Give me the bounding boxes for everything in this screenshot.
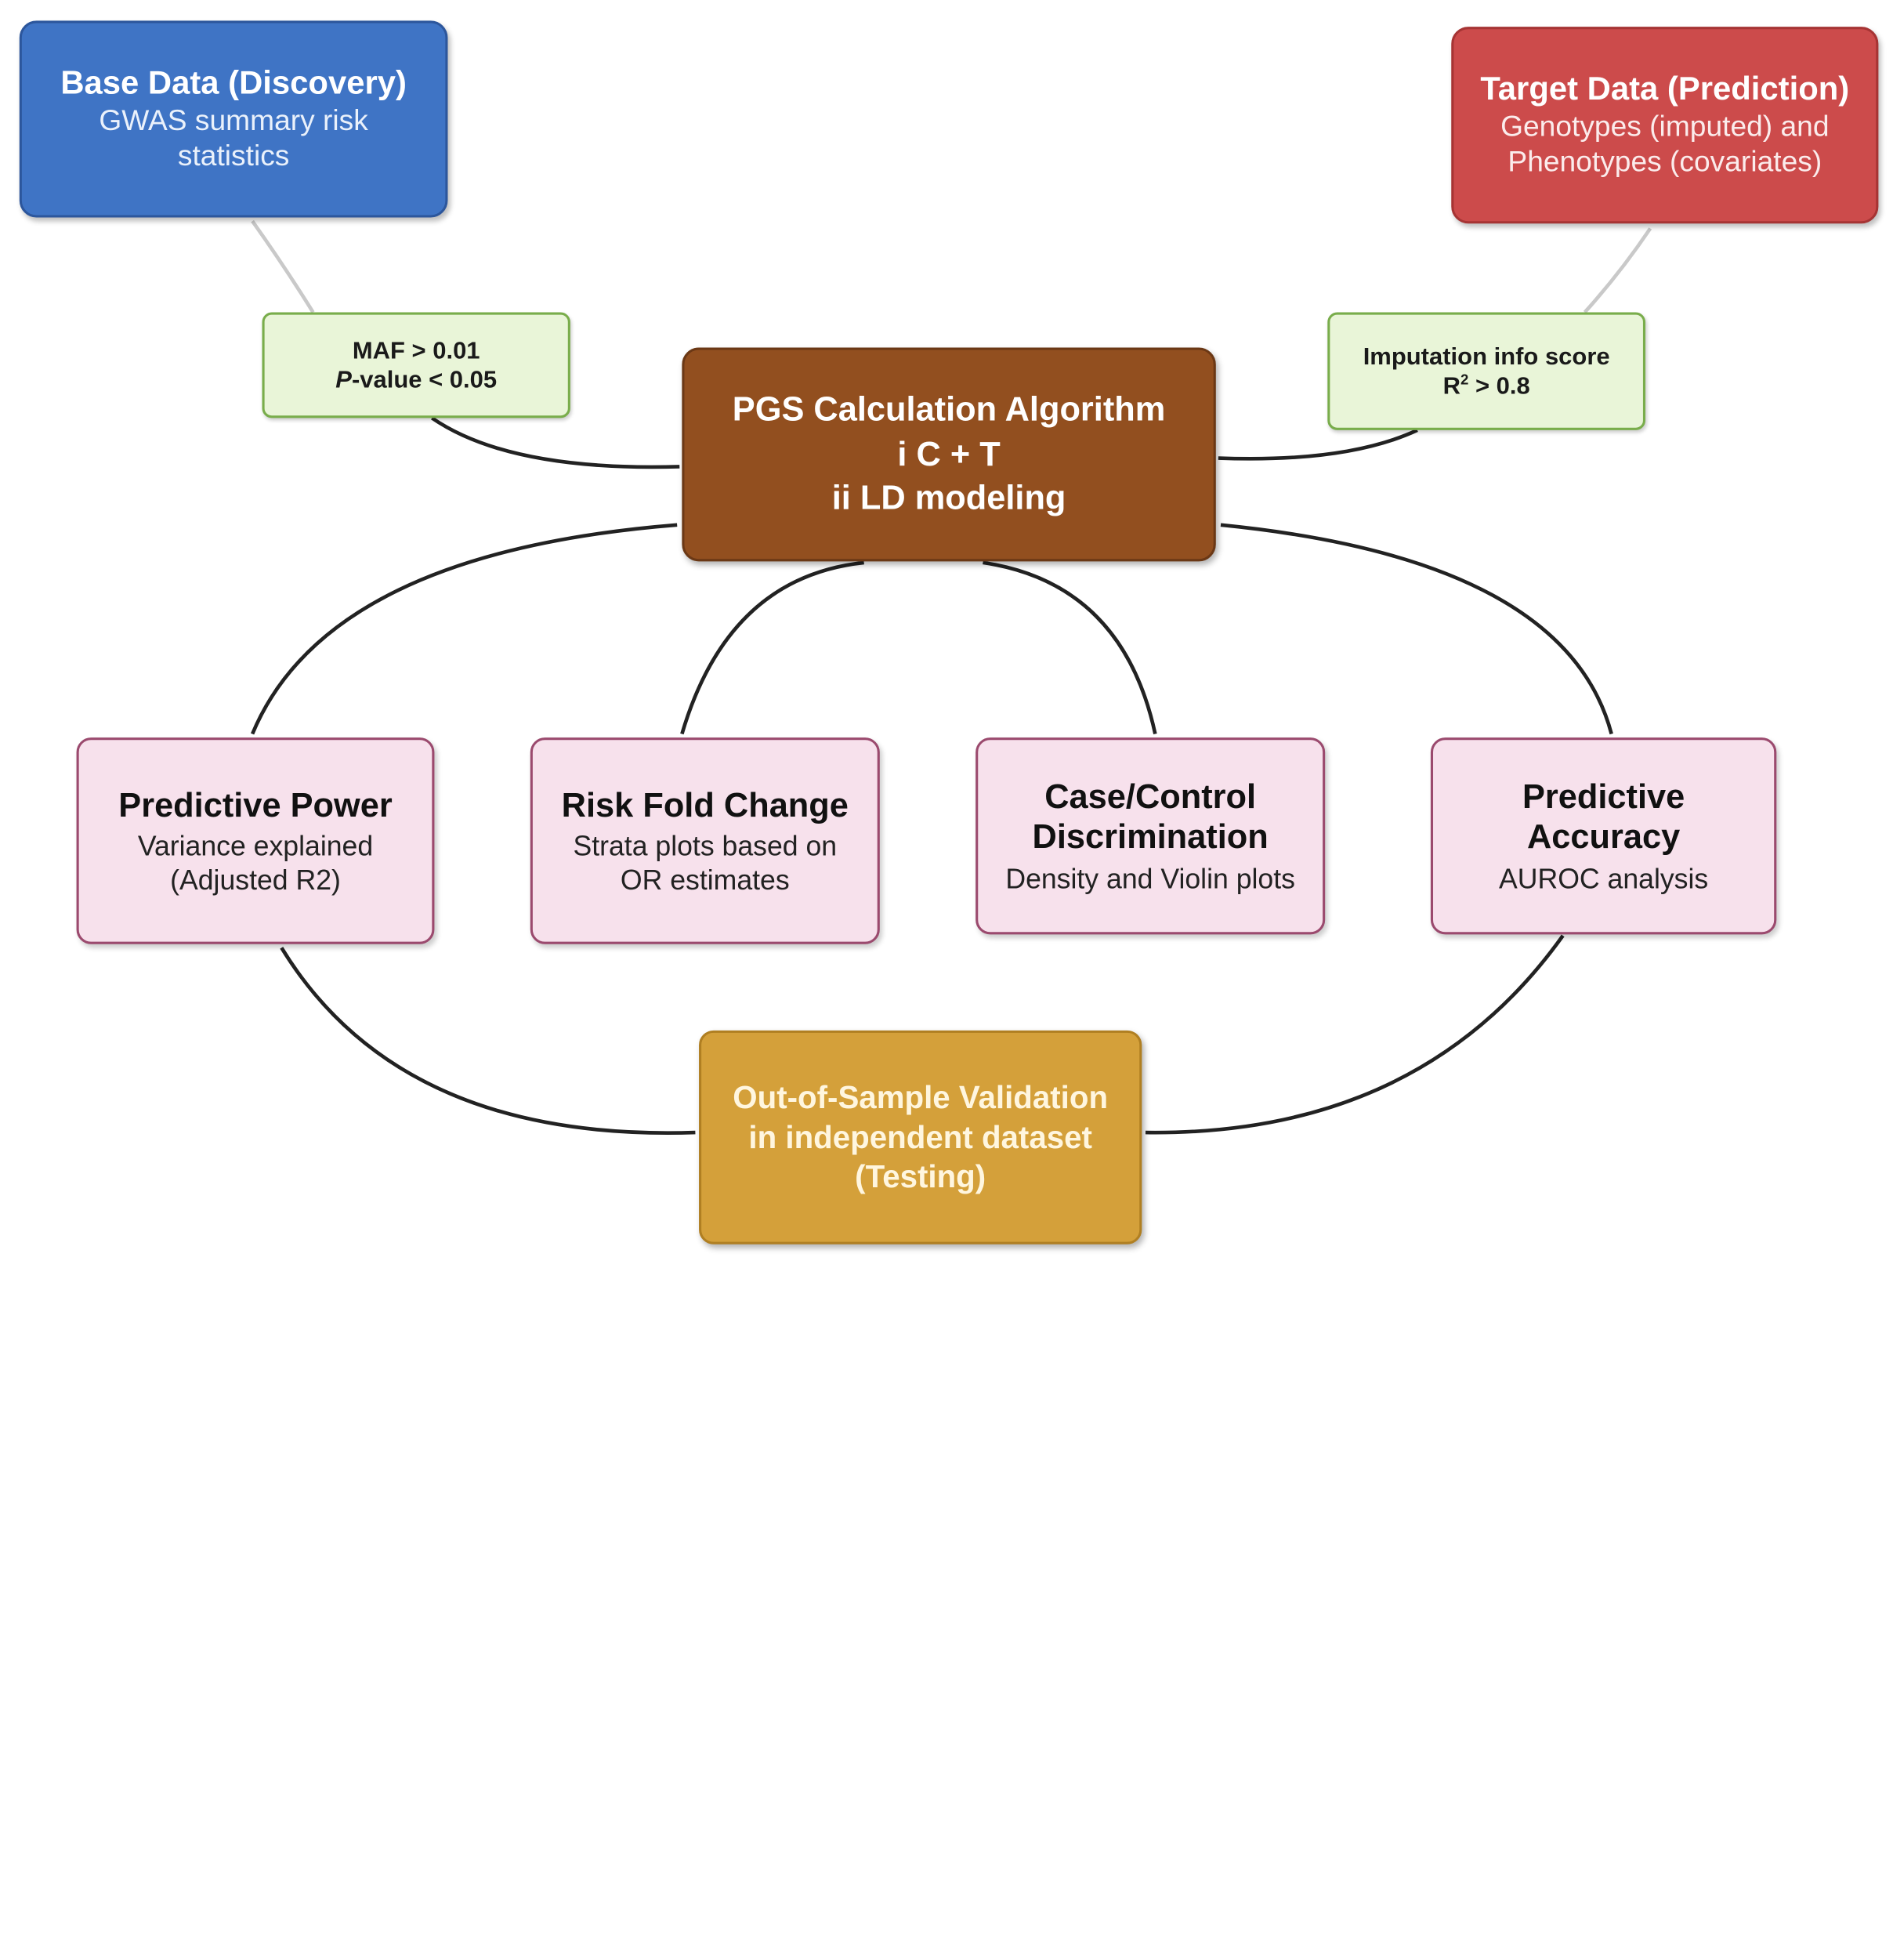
connector-target-to-filter	[1583, 227, 1652, 314]
pvalue-rest: -value < 0.05	[351, 366, 498, 393]
predictive-power-line1: Variance explained	[137, 830, 374, 862]
base-filter-node: MAF > 0.01 P-value < 0.05	[262, 312, 570, 418]
algorithm-method-ld: ii LD modeling	[831, 479, 1066, 517]
connector-algorithm-to-risk-fold	[680, 560, 864, 735]
base-data-subtitle-line2: statistics	[177, 139, 290, 173]
case-control-subtitle: Density and Violin plots	[1005, 862, 1295, 894]
target-data-title: Target Data (Prediction)	[1480, 70, 1850, 107]
connector-predictive-accuracy-to-validation	[1145, 934, 1565, 1135]
target-filter-node: Imputation info score R2 > 0.8	[1327, 312, 1646, 430]
predictive-power-title: Predictive Power	[118, 785, 393, 824]
target-data-node: Target Data (Prediction) Genotypes (impu…	[1451, 27, 1879, 224]
validation-line1: Out-of-Sample Validation	[733, 1079, 1109, 1116]
validation-line3: (Testing)	[855, 1158, 986, 1195]
target-data-subtitle-line2: Phenotypes (covariates)	[1508, 146, 1822, 179]
r2-value: > 0.8	[1468, 372, 1530, 400]
r2-superscript: 2	[1460, 370, 1469, 388]
connectors	[250, 219, 1652, 1135]
case-control-node: Case/Control Discrimination Density and …	[975, 737, 1326, 935]
target-data-subtitle-line1: Genotypes (imputed) and	[1500, 110, 1830, 144]
algorithm-title: PGS Calculation Algorithm	[732, 390, 1166, 429]
predictive-power-node: Predictive Power Variance explained (Adj…	[76, 737, 435, 944]
validation-node: Out-of-Sample Validation in independent …	[699, 1030, 1142, 1244]
base-data-node: Base Data (Discovery) GWAS summary risk …	[19, 20, 448, 218]
risk-fold-change-line2: OR estimates	[620, 864, 790, 896]
pvalue-p-italic: P	[335, 366, 352, 393]
connector-algorithm-to-predictive-accuracy	[1220, 523, 1613, 735]
risk-fold-change-title: Risk Fold Change	[561, 785, 849, 824]
predictive-accuracy-subtitle: AUROC analysis	[1498, 862, 1709, 894]
r2-threshold: R2 > 0.8	[1443, 371, 1530, 400]
connector-base-to-filter	[251, 219, 315, 313]
imputation-info-label: Imputation info score	[1363, 343, 1610, 371]
pgs-algorithm-node: PGS Calculation Algorithm i C + T ii LD …	[682, 347, 1216, 562]
predictive-accuracy-title-line1: Predictive	[1522, 777, 1685, 815]
r2-base: R	[1442, 372, 1460, 400]
predictive-accuracy-title-line2: Accuracy	[1526, 817, 1681, 856]
algorithm-method-ct: i C + T	[897, 434, 1001, 473]
pvalue-threshold: P-value < 0.05	[335, 365, 497, 394]
connector-algorithm-to-predictive-power	[250, 523, 678, 735]
base-data-title: Base Data (Discovery)	[60, 64, 407, 101]
predictive-accuracy-node: Predictive Accuracy AUROC analysis	[1430, 737, 1777, 935]
case-control-title-line1: Case/Control	[1044, 777, 1257, 815]
connector-algorithm-to-case-control	[983, 560, 1157, 734]
risk-fold-change-line1: Strata plots based on	[573, 830, 838, 862]
maf-threshold: MAF > 0.01	[352, 337, 480, 364]
connector-filter-to-algorithm-left	[431, 416, 680, 469]
base-data-subtitle-line1: GWAS summary risk	[99, 104, 368, 138]
connector-predictive-power-to-validation	[280, 947, 696, 1135]
risk-fold-change-node: Risk Fold Change Strata plots based on O…	[530, 737, 880, 944]
predictive-power-line2: (Adjusted R2)	[170, 864, 341, 896]
connector-filter-to-algorithm-right	[1218, 428, 1418, 461]
case-control-title-line2: Discrimination	[1032, 817, 1269, 856]
validation-line2: in independent dataset	[748, 1118, 1092, 1156]
